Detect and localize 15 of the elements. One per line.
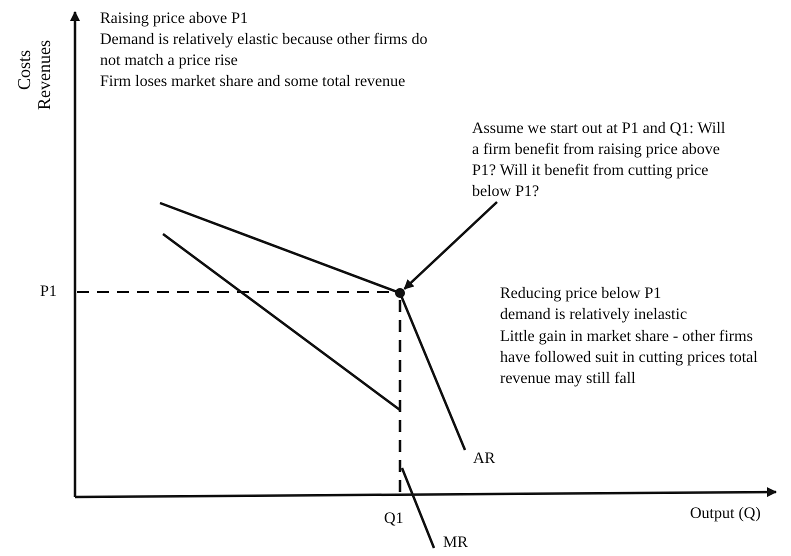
curve-label: MR (443, 533, 468, 553)
axis-title: Costs (14, 50, 35, 90)
annotation-text: Demand is relatively elastic because other firms do not match a price rise (100, 30, 428, 71)
annotation-text: Reducing price below P1 demand is relatively inelastic (500, 284, 688, 325)
axis-title: Output (Q) (690, 504, 761, 524)
arrow (404, 201, 498, 290)
curve-label: AR (473, 449, 496, 469)
annotation-text: Little gain in market share - other firms have followed suit in cutting prices total revenue may still fall (500, 327, 759, 389)
annotation-text: Firm loses market share and some total revenue (100, 72, 406, 92)
axis-title: Revenues (34, 40, 55, 110)
kink-point (395, 288, 405, 298)
axis-tick-label: P1 (40, 282, 57, 302)
axis-tick-label: Q1 (384, 509, 404, 529)
annotation-text: Raising price above P1 (100, 9, 249, 29)
annotation-text: Assume we start out at P1 and Q1: Will a firm benefit from raising price above P1? Will it benefit from cutting price below P1? (472, 118, 734, 202)
